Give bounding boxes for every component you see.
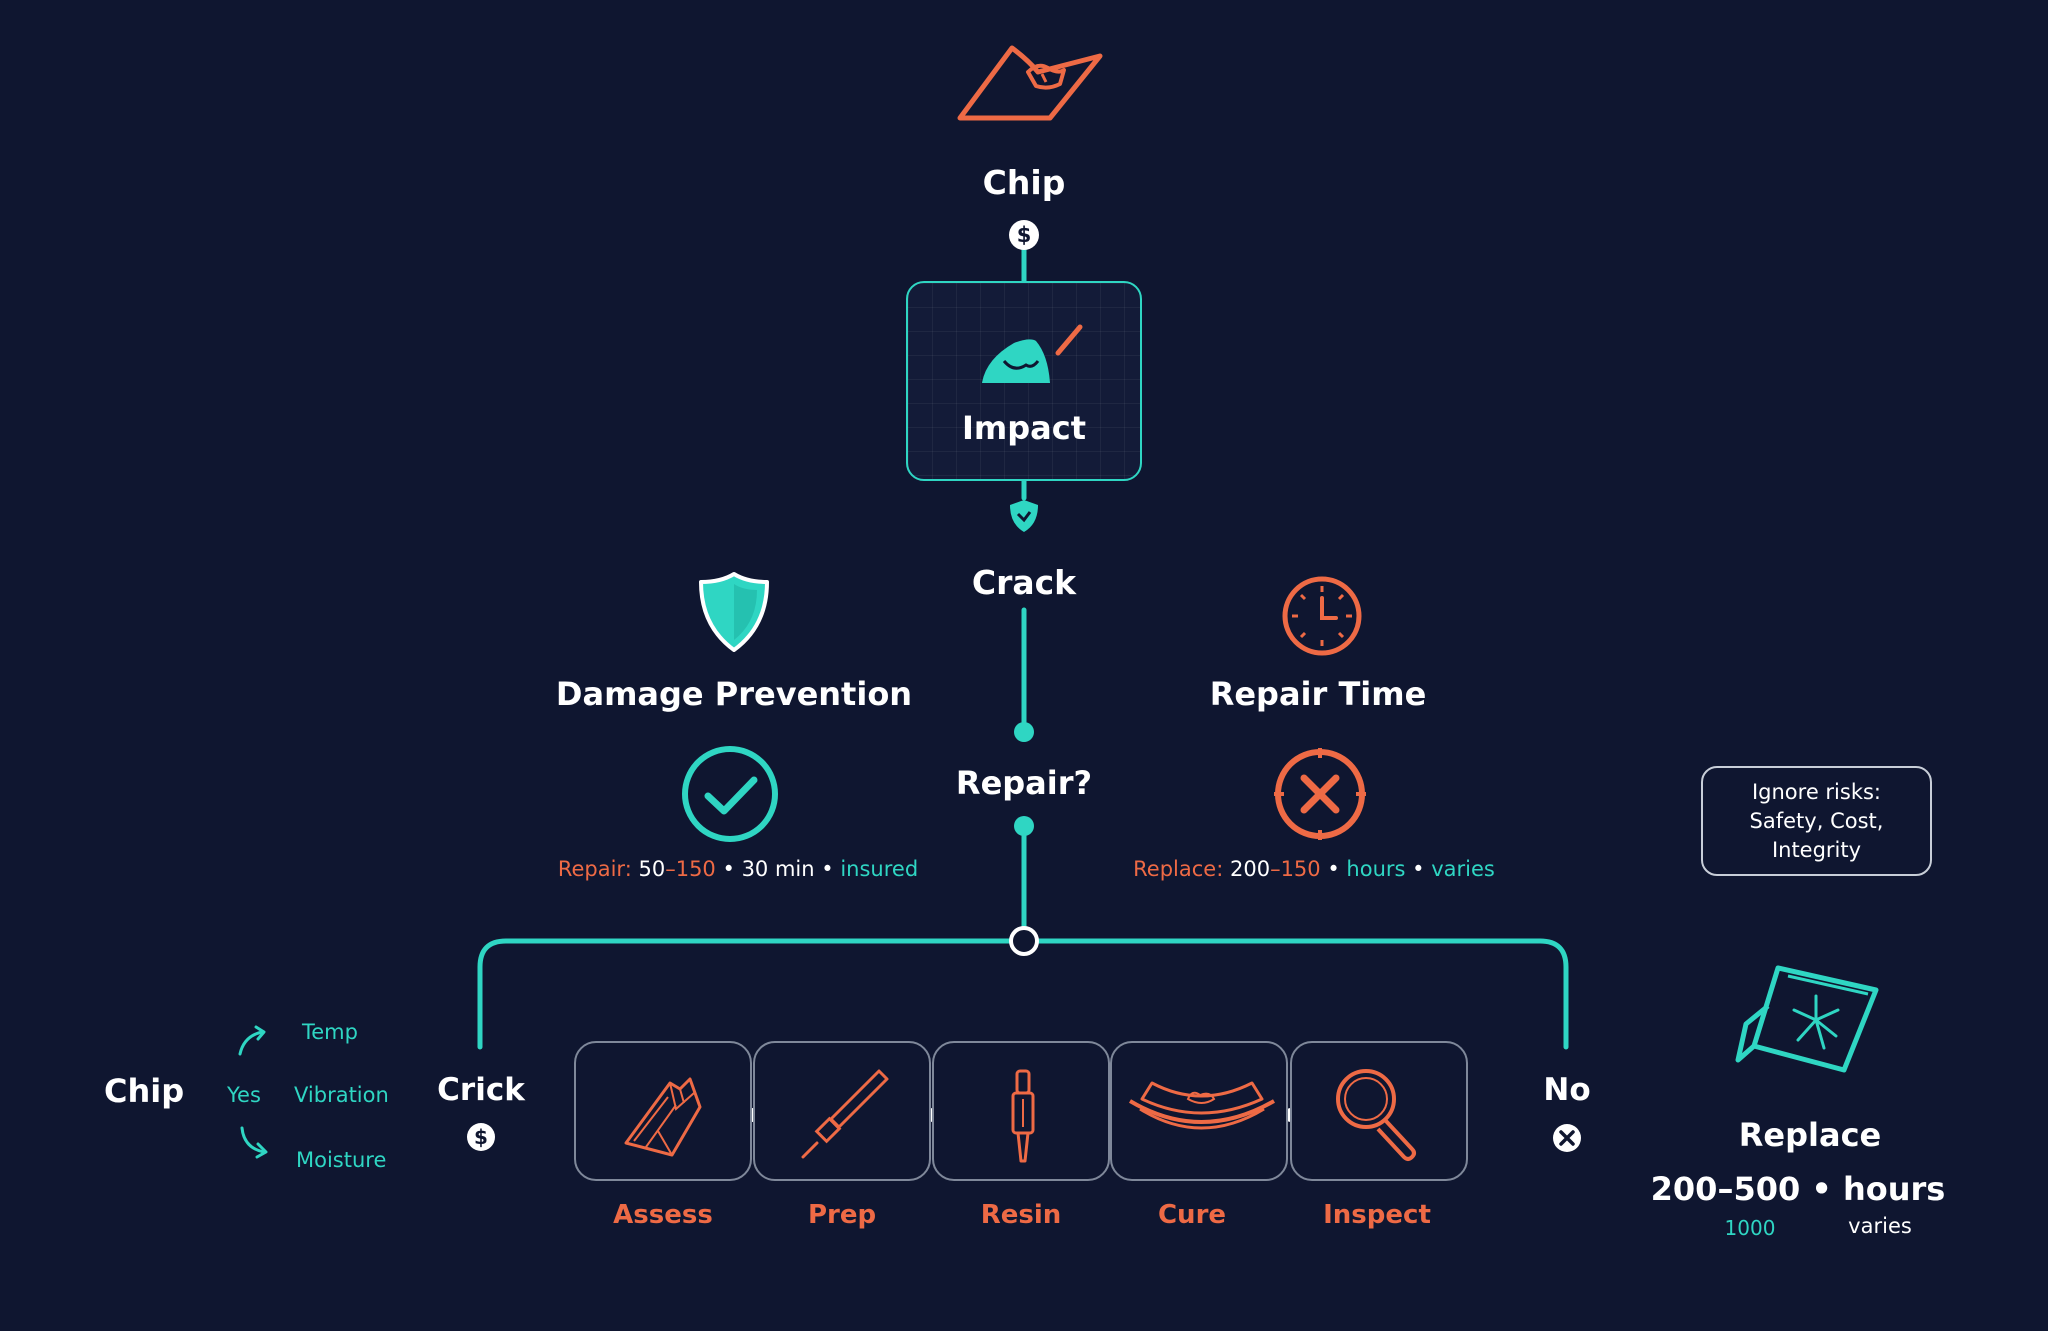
replace-info-label: Replace: [1133, 857, 1224, 881]
injector-pen-icon [801, 1069, 889, 1159]
repair-cost-high: –150 [665, 857, 716, 881]
impact-node[interactable]: Impact [906, 281, 1142, 481]
step-resin[interactable] [932, 1041, 1110, 1181]
note-line: Ignore risks: [1751, 779, 1882, 804]
step-assess[interactable] [574, 1041, 752, 1181]
step-inspect[interactable] [1290, 1041, 1468, 1181]
replace-status: varies [1431, 857, 1495, 881]
shield-icon [699, 572, 769, 652]
replace-sub-right: varies [1848, 1214, 1912, 1238]
crick-label: Crick [437, 1072, 525, 1108]
factor-temp: Temp [302, 1020, 358, 1044]
replace-title: Replace [1738, 1116, 1882, 1154]
crack-end-node [1014, 722, 1034, 742]
step-cure[interactable] [1110, 1041, 1288, 1181]
step-label-prep: Prep [807, 1200, 877, 1230]
broken-glass-icon [624, 1077, 702, 1157]
note-line: Integrity [1771, 837, 1862, 862]
ignore-risks-note: Ignore risks: Safety, Cost, Integrity [1701, 766, 1932, 876]
step-label-inspect: Inspect [1323, 1200, 1431, 1230]
damage-prevention-label: Damage Prevention [555, 675, 913, 713]
step-prep[interactable] [753, 1041, 931, 1181]
note-line: Safety, Cost, [1749, 808, 1884, 833]
separator-dot: • [1327, 857, 1340, 881]
replace-sub-left: 1000 [1724, 1216, 1776, 1240]
step-label-cure: Cure [1157, 1200, 1227, 1230]
chipped-glass-icon [957, 45, 1103, 121]
factor-vibration: Vibration [294, 1083, 389, 1107]
dollar-icon: $ [467, 1123, 495, 1151]
separator-dot: • [821, 857, 834, 881]
check-circle-icon [682, 746, 778, 842]
repair-time-label: Repair Time [1209, 675, 1427, 713]
svg-text:$: $ [1017, 223, 1032, 247]
branch-junction-node [1009, 926, 1039, 956]
uv-cure-lamp-icon [1128, 1081, 1275, 1130]
repair-info-label: Repair: [557, 857, 632, 881]
top-chip-label: Chip [982, 163, 1066, 202]
repair-duration: 30 min [741, 857, 815, 881]
repair-cost-low: 50 [638, 857, 666, 881]
small-shield-icon [1010, 500, 1038, 532]
branch-bracket [477, 938, 1569, 1050]
svg-text:$: $ [474, 1125, 488, 1149]
impact-label: Impact [961, 409, 1087, 447]
left-chip-label: Chip [104, 1072, 185, 1110]
dollar-icon: $ [1009, 220, 1039, 250]
x-small-icon [1553, 1124, 1581, 1152]
replace-stats: 200–500 • hours [1650, 1170, 1946, 1208]
separator-dot: • [1412, 857, 1425, 881]
crack-label: Crack [971, 563, 1077, 602]
arrow-down-right-icon [240, 1126, 268, 1159]
arrow-up-right-icon [238, 1025, 266, 1056]
yes-label: Yes [227, 1083, 261, 1107]
replace-cost-low: 200 [1229, 857, 1271, 881]
factor-moisture: Moisture [296, 1148, 387, 1172]
replace-duration: hours [1346, 857, 1406, 881]
separator-dot: • [722, 857, 735, 881]
step-label-assess: Assess [613, 1200, 713, 1230]
replace-info-line: Replace: 200–150 • hours • varies [1133, 857, 1495, 881]
repair-status: insured [840, 857, 919, 881]
x-circle-icon [1274, 748, 1366, 840]
repair-info-line: Repair: 50–150 • 30 min • insured [558, 857, 918, 881]
shattered-windshield-icon [1735, 965, 1879, 1073]
repair-start-node [1014, 816, 1034, 836]
impact-stone-icon [982, 324, 1083, 383]
step-label-resin: Resin [980, 1200, 1062, 1230]
resin-syringe-icon [1011, 1069, 1035, 1163]
repair-question-label: Repair? [955, 764, 1093, 802]
magnifier-icon [1336, 1069, 1416, 1161]
no-label: No [1543, 1072, 1591, 1108]
replace-cost-high: –150 [1270, 857, 1321, 881]
clock-icon [1282, 576, 1362, 656]
